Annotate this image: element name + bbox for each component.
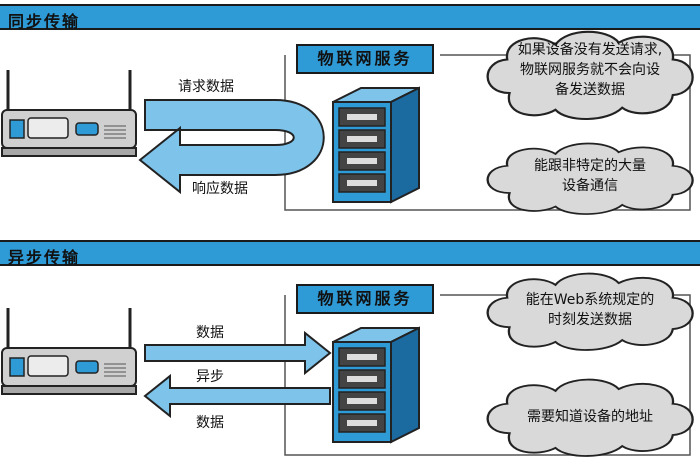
request-label: 请求数据 bbox=[178, 79, 234, 95]
arrow-data-to-server bbox=[144, 330, 332, 376]
section-title-sync: 同步传输 bbox=[8, 12, 81, 31]
cloud-line: 能在Web系统规定的 bbox=[525, 292, 655, 308]
section-header-sync: 同步传输 bbox=[0, 4, 700, 31]
server-sync bbox=[332, 87, 420, 203]
arrow-data-to-device bbox=[143, 373, 331, 419]
cloud-line: 需要知道设备的地址 bbox=[527, 409, 653, 425]
cloud-text-async-2: 需要知道设备的地址 bbox=[490, 407, 690, 427]
async-label: 异步 bbox=[196, 369, 224, 385]
cloud-text-sync-1: 如果设备没有发送请求, 物联网服务就不会向设 备发送数据 bbox=[490, 40, 690, 100]
router-device-async bbox=[0, 306, 138, 396]
section-title-async: 异步传输 bbox=[8, 248, 81, 267]
cloud-text-async-1: 能在Web系统规定的 时刻发送数据 bbox=[490, 290, 690, 330]
data-label-upper: 数据 bbox=[196, 325, 224, 341]
data-label-lower: 数据 bbox=[196, 415, 224, 431]
service-label-sync: 物联网服务 bbox=[296, 44, 434, 74]
cloud-line: 时刻发送数据 bbox=[548, 312, 632, 328]
section-header-async: 异步传输 bbox=[0, 240, 700, 267]
cloud-line: 能跟非特定的大量 bbox=[534, 158, 646, 174]
router-device-sync bbox=[0, 68, 138, 158]
response-label: 响应数据 bbox=[192, 181, 248, 197]
cloud-line: 物联网服务就不会向设 bbox=[520, 62, 660, 78]
cloud-line: 如果设备没有发送请求, bbox=[517, 42, 663, 58]
cloud-text-sync-2: 能跟非特定的大量 设备通信 bbox=[490, 156, 690, 196]
cloud-line: 设备通信 bbox=[562, 178, 618, 194]
cloud-line: 备发送数据 bbox=[555, 82, 625, 98]
u-turn-arrow bbox=[138, 99, 325, 195]
server-async bbox=[332, 327, 420, 443]
service-label-async: 物联网服务 bbox=[296, 284, 434, 314]
